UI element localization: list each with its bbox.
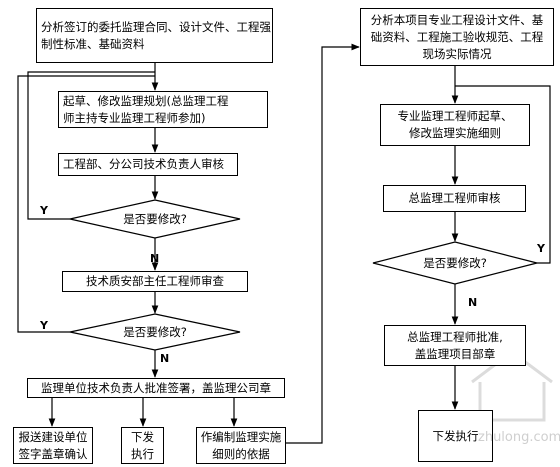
cross-connector [286,43,360,444]
right-box-analyze-project: 分析本项目专业工程设计文件、基 础资料、工程施工验收规范、工程 现场实际情况 [360,8,554,66]
left-box-approve-text: 监理单位技术负责人批准签署，盖监理公司章 [41,380,271,395]
left-box-review-dept-text: 工程部、分公司技术负责人审核 [63,157,224,171]
watermark-text: zhulong.com [478,430,560,445]
right-box-draft-rules-line2: 修改监理实施细则 [409,126,501,140]
left-decision-1-text: 是否要修改? [123,212,187,226]
right-box-analyze-project-line3: 现场实际情况 [422,46,492,61]
right-box-issue-text: 下发执行 [432,428,479,443]
label-y-right: Y [537,242,545,255]
label-y-left-2: Y [40,319,48,332]
label-n-left-1: N [150,252,160,265]
right-box-chief-review-text: 总监理工程师审核 [408,191,501,205]
left-box-review-dept: 工程部、分公司技术负责人审核 [58,153,238,176]
left-box-draft-plan-line2: 师主持专业监理工程师参加) [63,110,206,125]
output-box-basis-line2: 细则的依据 [212,446,270,461]
left-box-tech-review: 技术质安部主任工程师审查 [62,271,248,292]
left-box-analyze-contract-line2: 制性标准、基础资料 [41,36,145,51]
left-box-approve: 监理单位技术负责人批准签署，盖监理公司章 [27,378,285,398]
right-decision-text: 是否要修改? [423,256,487,270]
left-box-tech-review-text: 技术质安部主任工程师审查 [86,274,224,288]
right-box-analyze-project-line1: 分析本项目专业工程设计文件、基 [370,12,544,27]
right-box-chief-approve: 总监理工程师批准, 盖监理项目部章 [384,325,526,366]
output-box-submit-line2: 签字盖章确认 [18,446,88,461]
output-box-issue-line2: 执行 [131,446,154,461]
right-box-chief-approve-line2: 盖监理项目部章 [414,346,496,361]
left-loop-1 [27,71,155,220]
right-box-issue: 下发执行 [418,410,493,462]
left-box-draft-plan-line1: 起草、修改监理规划(总监理工程 [63,93,229,108]
output-box-basis: 作编制监理实施 细则的依据 [196,427,286,464]
label-n-left-2: N [160,352,170,365]
output-box-basis-line1: 作编制监理实施 [200,429,282,444]
output-box-submit-line1: 报送建设单位 [18,429,88,444]
output-box-submit: 报送建设单位 签字盖章确认 [13,427,93,464]
label-y-left-1: Y [40,204,48,217]
right-box-draft-rules-line1: 专业监理工程师起草、 [397,109,513,123]
right-box-chief-review: 总监理工程师审核 [383,185,526,212]
output-box-issue-line1: 下发 [131,429,154,444]
left-loop-2 [17,75,155,333]
right-box-analyze-project-line2: 础资料、工程施工验收规范、工程 [370,29,544,44]
left-decision-2-text: 是否要修改? [123,325,187,339]
right-box-draft-rules: 专业监理工程师起草、 修改监理实施细则 [380,104,530,146]
label-n-right: N [468,296,478,309]
right-loop [455,85,551,264]
left-box-analyze-contract-line1: 分析签订的委托监理合同、设计文件、工程强 [41,19,271,34]
left-box-analyze-contract: 分析签订的委托监理合同、设计文件、工程强 制性标准、基础资料 [36,8,273,63]
right-box-chief-approve-line1: 总监理工程师批准, [407,329,503,344]
output-box-issue: 下发 执行 [121,427,164,464]
left-box-draft-plan: 起草、修改监理规划(总监理工程 师主持专业监理工程师参加) [58,91,268,128]
